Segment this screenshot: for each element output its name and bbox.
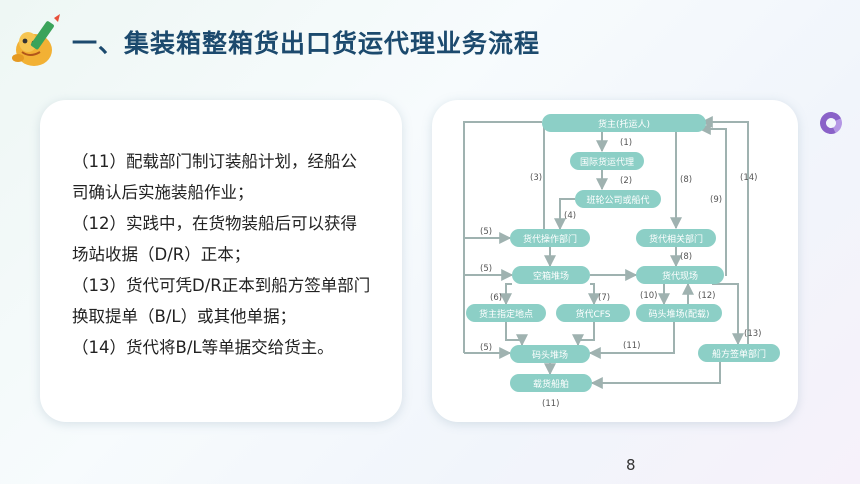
text-card: （11）配载部门制订装船计划，经船公司确认后实施装船作业； （12）实践中，在货… bbox=[40, 100, 402, 422]
edge-line bbox=[698, 123, 727, 276]
edge-label: (7) bbox=[598, 293, 610, 303]
edge-label: (1) bbox=[620, 138, 632, 148]
node-carrier: 班轮公司或船代 bbox=[575, 190, 661, 208]
text-line: （12）实践中，在货物装船后可以获得场站收据（D/R）正本； bbox=[72, 214, 357, 264]
node-related-dept: 货代相关部门 bbox=[636, 229, 716, 247]
node-forwarder: 国际货运代理 bbox=[570, 152, 644, 170]
edge-label: (5) bbox=[480, 264, 492, 274]
edge-label: (3) bbox=[530, 173, 542, 183]
node-label: 载货船舶 bbox=[533, 378, 569, 390]
edge-label: (10) bbox=[640, 291, 657, 301]
node-label: 空箱堆场 bbox=[533, 270, 569, 282]
node-label: 货代相关部门 bbox=[649, 233, 703, 245]
edge-label: (6) bbox=[490, 293, 502, 303]
node-label: 码头堆场(配载) bbox=[648, 308, 709, 320]
node-ship-sign: 船方签单部门 bbox=[698, 344, 780, 362]
flow-nodes: 货主(托运人) 国际货运代理 班轮公司或船代 货代操作部门 货代相关部门 空箱堆… bbox=[466, 114, 780, 392]
node-label: 货代CFS bbox=[575, 308, 610, 320]
edge-label: (12) bbox=[698, 291, 715, 301]
pencil-mascot-icon bbox=[12, 14, 60, 66]
edge-label: (11) bbox=[542, 399, 559, 409]
process-text: （11）配载部门制订装船计划，经船公司确认后实施装船作业； （12）实践中，在货… bbox=[72, 146, 372, 363]
edge-label: (8) bbox=[680, 252, 692, 262]
edge-label: (5) bbox=[480, 343, 492, 353]
node-label: 货主(托运人) bbox=[598, 118, 650, 130]
edge-line bbox=[588, 322, 675, 359]
edge-line bbox=[700, 116, 749, 344]
node-cfs: 货代CFS bbox=[556, 304, 630, 322]
edge-line bbox=[505, 322, 528, 347]
text-line: （11）配载部门制订装船计划，经船公司确认后实施装船作业； bbox=[72, 152, 357, 202]
diagram-card: 货主(托运人) 国际货运代理 班轮公司或船代 货代操作部门 货代相关部门 空箱堆… bbox=[432, 100, 798, 422]
text-line: （13）货代可凭D/R正本到船方签单部门换取提单（B/L）或其他单据； bbox=[72, 276, 371, 326]
title-bar: 一、集装箱整箱货出口货运代理业务流程 bbox=[8, 12, 540, 72]
edge-label: (14) bbox=[740, 173, 757, 183]
node-label: 货代操作部门 bbox=[523, 233, 577, 245]
node-label: 国际货运代理 bbox=[580, 156, 634, 168]
page-title: 一、集装箱整箱货出口货运代理业务流程 bbox=[72, 29, 541, 58]
node-label: 货主指定地点 bbox=[479, 308, 533, 320]
ring-decoration-icon bbox=[816, 108, 846, 138]
edge-line bbox=[590, 362, 721, 389]
edge-label: (5) bbox=[480, 227, 492, 237]
flowchart: 货主(托运人) 国际货运代理 班轮公司或船代 货代操作部门 货代相关部门 空箱堆… bbox=[463, 114, 780, 409]
edge-line bbox=[572, 322, 595, 347]
node-terminal-yard: 码头堆场 bbox=[510, 345, 590, 363]
node-ops-dept: 货代操作部门 bbox=[510, 229, 590, 247]
node-label: 码头堆场 bbox=[532, 350, 568, 361]
node-shipper: 货主(托运人) bbox=[542, 114, 706, 132]
node-site: 货代现场 bbox=[636, 266, 724, 284]
edge-line bbox=[554, 198, 575, 231]
page-number: 8 bbox=[626, 456, 636, 474]
node-label: 班轮公司或船代 bbox=[586, 194, 649, 206]
edge-labels: (1) (2) (3) (4) (5) (5) (5) (6) (7) (8) … bbox=[480, 138, 761, 409]
flow-lines bbox=[463, 116, 749, 389]
edge-label: (8) bbox=[680, 175, 692, 185]
edge-label: (2) bbox=[620, 176, 632, 186]
edge-line bbox=[712, 283, 744, 346]
node-terminal-stow: 码头堆场(配载) bbox=[636, 304, 722, 322]
edge-label: (4) bbox=[564, 211, 576, 221]
node-label: 船方签单部门 bbox=[712, 348, 766, 360]
edge-label: (11) bbox=[623, 341, 640, 351]
edge-label: (9) bbox=[710, 195, 722, 205]
node-empty-yard: 空箱堆场 bbox=[512, 266, 590, 284]
node-vessel: 载货船舶 bbox=[510, 374, 592, 392]
edge-line bbox=[500, 283, 512, 306]
node-label: 货代现场 bbox=[662, 270, 698, 282]
edge-line bbox=[588, 283, 600, 306]
text-line: （14）货代将B/L等单据交给货主。 bbox=[72, 338, 334, 357]
node-shipper-place: 货主指定地点 bbox=[466, 304, 546, 322]
edge-label: (13) bbox=[744, 329, 761, 339]
